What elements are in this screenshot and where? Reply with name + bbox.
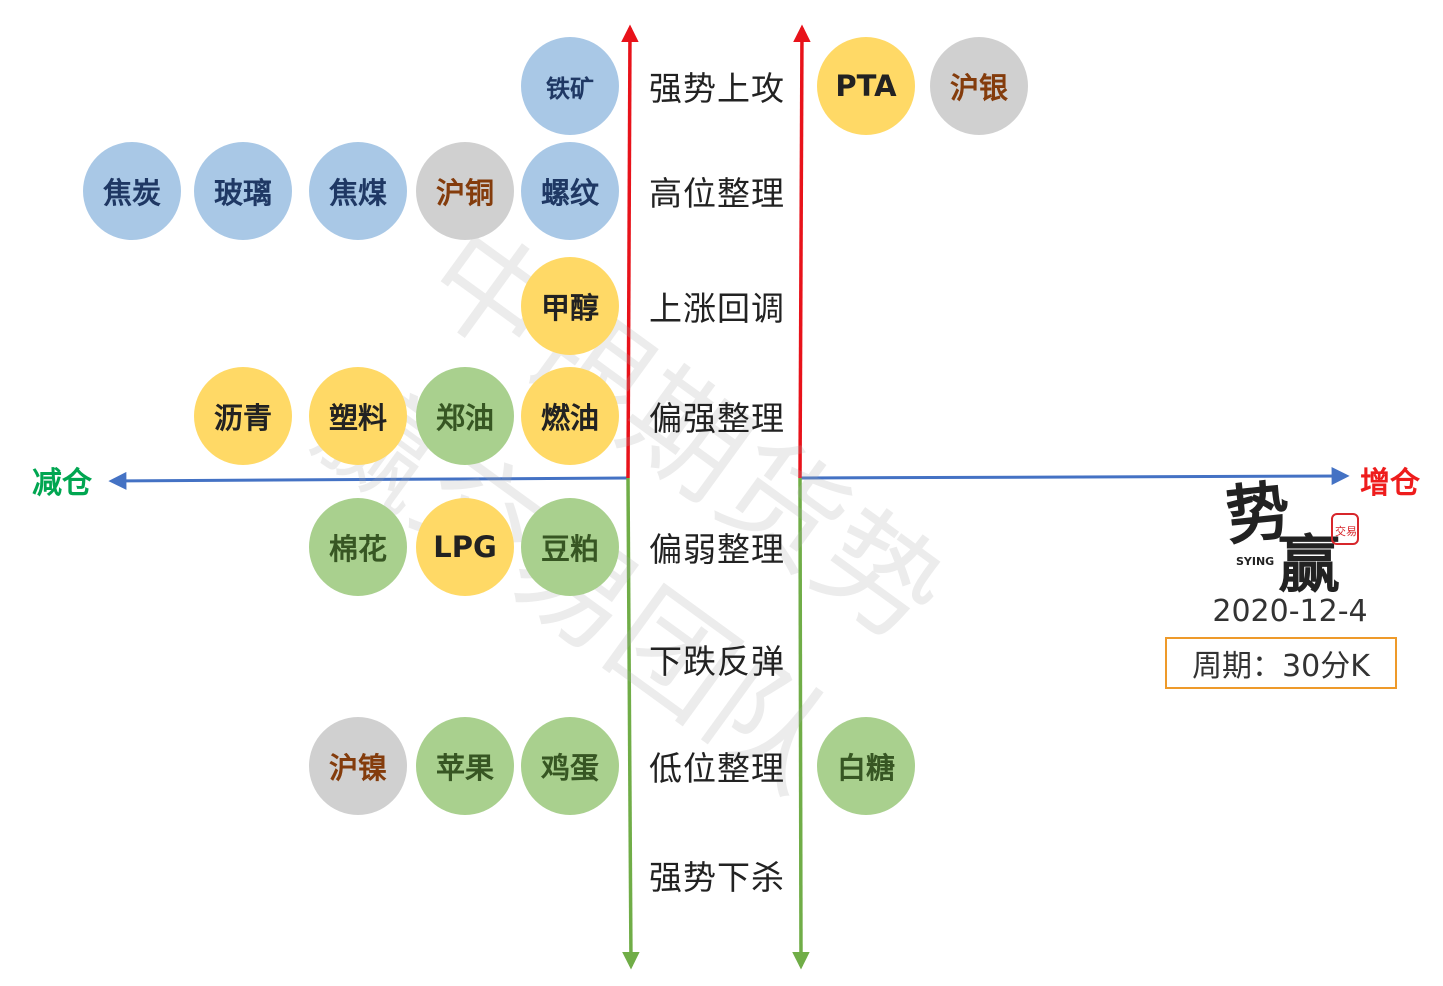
commodity-circle: 甲醇 [521,257,619,355]
right-up-arrow [793,24,811,479]
commodity-circle: 螺纹 [521,142,619,240]
svg-text:交易: 交易 [1335,524,1357,538]
reduce-position-arrow [108,471,629,490]
right-down-arrow [792,477,810,970]
increase-position-label: 增仓 [1360,466,1420,501]
brand-logo: 势 赢 交易 [1224,474,1359,594]
increase-position-arrow [799,467,1350,486]
left-up-arrow [621,24,639,479]
commodity-circle: 豆粕 [521,498,619,596]
brand-logo-sub: SYING [1236,555,1275,568]
commodity-circle: 棉花 [309,498,407,596]
svg-text:势: 势 [1224,474,1294,555]
level-label: 低位整理 [649,749,785,788]
commodity-circle: 郑油 [416,367,514,465]
level-label: 偏弱整理 [649,530,785,569]
commodity-circle: 白糖 [817,717,915,815]
level-label: 下跌反弹 [649,642,785,681]
commodity-circle: 沪镍 [309,717,407,815]
commodity-circle: 玻璃 [194,142,292,240]
commodity-circle: 沥青 [194,367,292,465]
commodity-circle: LPG [416,498,514,596]
level-label: 上涨回调 [649,289,785,328]
commodity-circle: 焦炭 [83,142,181,240]
left-down-arrow [622,477,640,970]
commodity-circle: 铁矿 [521,37,619,135]
svg-text:赢: 赢 [1278,528,1340,594]
commodity-circle: PTA [817,37,915,135]
period-box: 周期：30分K [1165,637,1397,689]
level-label: 强势下杀 [649,858,785,897]
level-label: 强势上攻 [649,69,785,108]
date-text: 2020-12-4 [1212,594,1368,629]
level-label: 偏强整理 [649,399,785,438]
level-label: 高位整理 [649,174,785,213]
commodity-circle: 焦煤 [309,142,407,240]
commodity-circle: 苹果 [416,717,514,815]
commodity-circle: 沪银 [930,37,1028,135]
commodity-circle: 鸡蛋 [521,717,619,815]
reduce-position-label: 减仓 [32,466,92,501]
commodity-circle: 燃油 [521,367,619,465]
commodity-circle: 塑料 [309,367,407,465]
period-text: 周期：30分K [1192,649,1370,684]
commodity-circle: 沪铜 [416,142,514,240]
